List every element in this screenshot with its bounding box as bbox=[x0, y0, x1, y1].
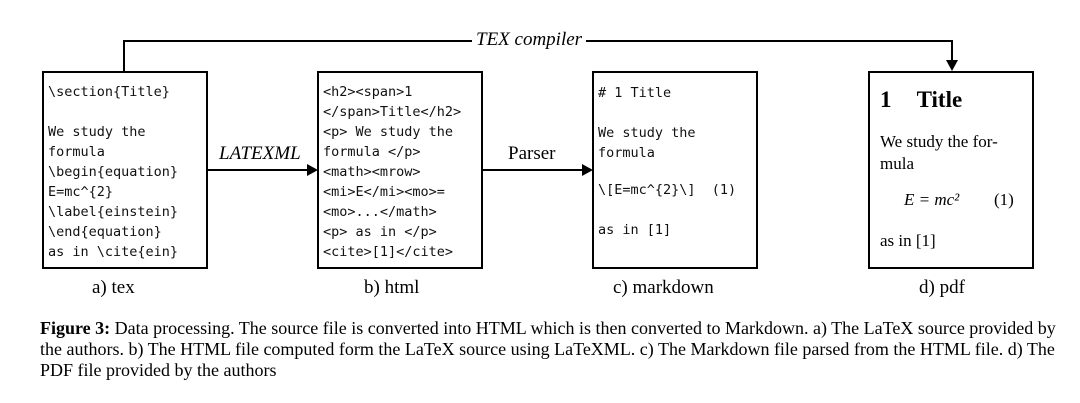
markdown-label: c) markdown bbox=[613, 277, 714, 298]
tex-box: \section{Title} We study the formula \be… bbox=[42, 71, 208, 269]
html-line: <p> as in </p> bbox=[323, 224, 437, 240]
html-line: <math><mrow> bbox=[323, 164, 421, 180]
pdf-heading: 1 Title bbox=[880, 87, 962, 113]
parser-label-text: Parser bbox=[508, 143, 556, 164]
caption-text: Data processing. The source file is conv… bbox=[40, 318, 1056, 380]
parser-arrowhead bbox=[582, 164, 593, 176]
markdown-line: formula bbox=[598, 145, 655, 161]
markdown-line: We study the bbox=[598, 125, 696, 141]
markdown-line: \[E=mc^{2}\] (1) bbox=[598, 182, 737, 198]
tex-line: \begin{equation} bbox=[48, 164, 179, 180]
tex-label: a) tex bbox=[92, 277, 135, 298]
html-line: <cite>[1]</cite> bbox=[323, 244, 454, 260]
pdf-equation-number: (1) bbox=[994, 190, 1014, 209]
markdown-line: # 1 Title bbox=[598, 85, 672, 101]
tex-line: formula bbox=[48, 144, 105, 160]
tex-line: We study the bbox=[48, 124, 146, 140]
tex-line: \section{Title} bbox=[48, 84, 170, 100]
html-box: <h2><span>1 </span>Title</h2> <p> We stu… bbox=[317, 71, 483, 269]
figure-caption: Figure 3: Data processing. The source fi… bbox=[40, 318, 1060, 381]
html-line: </span>Title</h2> bbox=[323, 104, 462, 120]
markdown-box: # 1 Title We study the formula \[E=mc^{2… bbox=[592, 71, 758, 269]
html-line: <mi>E</mi><mo>= bbox=[323, 184, 445, 200]
pdf-body-line: We study the for- bbox=[880, 132, 998, 151]
pdf-equation: E = mc² bbox=[904, 190, 960, 209]
markdown-line: as in [1] bbox=[598, 222, 672, 238]
tex-line: E=mc^{2} bbox=[48, 184, 114, 200]
pdf-body-line: mula bbox=[880, 154, 914, 173]
caption-label: Figure 3: bbox=[40, 318, 111, 338]
compiler-arrowhead bbox=[946, 60, 958, 71]
pdf-body-line: as in [1] bbox=[880, 231, 936, 250]
pdf-heading-number: 1 bbox=[880, 87, 892, 112]
html-line: formula </p> bbox=[323, 144, 421, 160]
tex-line: \label{einstein} bbox=[48, 204, 179, 220]
html-line: <p> We study the bbox=[323, 124, 454, 140]
compiler-label-text: TEX compiler bbox=[476, 29, 583, 50]
parser-label: Parser bbox=[508, 143, 555, 165]
pdf-label: d) pdf bbox=[919, 277, 965, 298]
latexml-label: LATEXML bbox=[219, 143, 301, 165]
html-line: <mo>...</math> bbox=[323, 204, 437, 220]
latexml-label-text: LATEXML bbox=[219, 143, 301, 164]
pdf-heading-title: Title bbox=[916, 87, 963, 112]
latexml-arrowhead bbox=[307, 164, 318, 176]
compiler-label: TEX compiler bbox=[472, 29, 587, 51]
tex-line: \end{equation} bbox=[48, 224, 162, 240]
html-label: b) html bbox=[364, 277, 420, 298]
pdf-box: 1 Title We study the for- mula E = mc² (… bbox=[868, 71, 1034, 269]
html-line: <h2><span>1 bbox=[323, 84, 413, 100]
tex-line: as in \cite{ein} bbox=[48, 244, 179, 260]
